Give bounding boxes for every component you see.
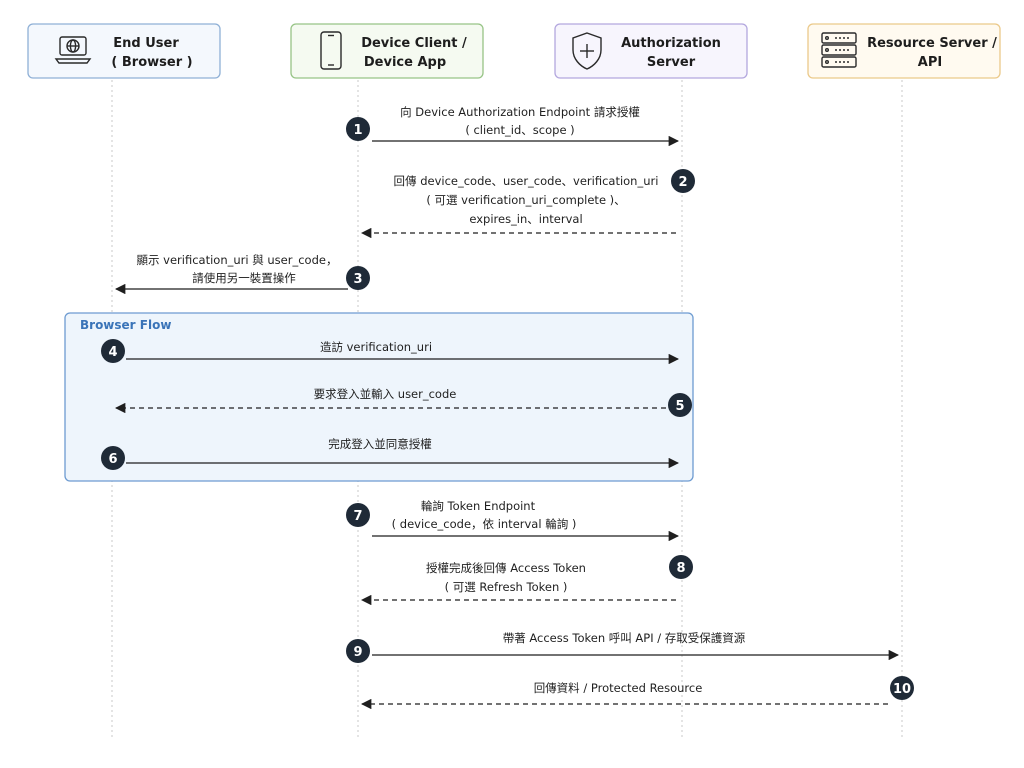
actor-title-resource-server-line1: Resource Server / <box>867 36 997 51</box>
actor-end-user[interactable]: End User ( Browser ) <box>27 23 221 79</box>
message-step-1: 向 Device Authorization Endpoint 請求授權 ( c… <box>346 105 680 147</box>
step-number: 10 <box>893 682 911 697</box>
shield-plus-icon <box>572 32 602 70</box>
step-badge <box>346 503 370 527</box>
step-number: 1 <box>353 123 362 138</box>
step-badge <box>101 446 125 470</box>
step-number: 3 <box>353 272 362 287</box>
message-step-9: 帶著 Access Token 呼叫 API / 存取受保護資源 9 <box>346 631 900 663</box>
actor-title-resource-server-line2: API <box>918 55 942 70</box>
message-label: 回傳資料 / Protected Resource <box>534 681 703 695</box>
step-badge <box>346 639 370 663</box>
step-number: 8 <box>676 561 685 576</box>
message-label: 造訪 verification_uri <box>320 340 432 354</box>
message-step-10: 回傳資料 / Protected Resource 10 <box>360 676 914 710</box>
message-label: ( device_code，依 interval 輪詢 ) <box>392 517 577 531</box>
message-label: 輪詢 Token Endpoint <box>421 499 536 513</box>
actor-resource-server[interactable]: Resource Server / API <box>807 23 1001 79</box>
message-label: ( 可選 Refresh Token ) <box>445 580 568 594</box>
step-number: 2 <box>678 175 687 190</box>
step-badge <box>346 266 370 290</box>
message-label: 授權完成後回傳 Access Token <box>426 561 586 575</box>
message-label: ( 可選 verification_uri_complete )、 <box>426 193 625 207</box>
step-badge <box>101 339 125 363</box>
message-label: 向 Device Authorization Endpoint 請求授權 <box>400 105 640 119</box>
message-step-5: 要求登入並輸入 user_code 5 <box>114 387 692 417</box>
message-step-7: 輪詢 Token Endpoint ( device_code，依 interv… <box>346 499 680 542</box>
browser-flow-group: Browser Flow <box>64 312 694 482</box>
message-label: ( client_id、scope ) <box>465 123 574 137</box>
message-label: 要求登入並輸入 user_code <box>314 387 457 401</box>
message-label: 回傳 device_code、user_code、verification_ur… <box>394 174 659 188</box>
actor-device-client[interactable]: Device Client / Device App <box>290 23 484 79</box>
message-step-6: 完成登入並同意授權 6 <box>101 437 680 470</box>
server-rack-icon <box>821 32 857 68</box>
step-badge <box>669 555 693 579</box>
step-badge <box>668 393 692 417</box>
step-badge <box>671 169 695 193</box>
browser-flow-box <box>64 312 694 482</box>
browser-flow-title: Browser Flow <box>80 318 171 332</box>
message-label: 請使用另一裝置操作 <box>192 271 296 285</box>
message-step-4: 造訪 verification_uri 4 <box>101 339 680 365</box>
actor-authorization-server[interactable]: Authorization Server <box>554 23 748 79</box>
actor-title-authorization-server-line2: Server <box>647 55 696 70</box>
actor-title-end-user-line2: ( Browser ) <box>111 55 192 70</box>
message-step-8: 授權完成後回傳 Access Token ( 可選 Refresh Token … <box>360 555 693 606</box>
message-label: 帶著 Access Token 呼叫 API / 存取受保護資源 <box>503 631 746 645</box>
actor-box-authorization-server <box>554 23 748 79</box>
message-label: expires_in、interval <box>469 212 582 226</box>
message-label: 完成登入並同意授權 <box>328 437 432 451</box>
step-badge <box>890 676 914 700</box>
laptop-globe-icon <box>54 36 92 64</box>
actor-title-device-client-line1: Device Client / <box>361 36 467 51</box>
step-number: 5 <box>675 399 684 414</box>
step-number: 7 <box>353 509 362 524</box>
step-number: 4 <box>108 345 117 360</box>
actor-title-device-client-line2: Device App <box>364 55 446 70</box>
actor-title-authorization-server-line1: Authorization <box>621 36 721 51</box>
smartphone-icon <box>320 31 342 70</box>
step-number: 6 <box>108 452 117 467</box>
step-badge <box>346 117 370 141</box>
step-number: 9 <box>353 645 362 660</box>
message-label: 顯示 verification_uri 與 user_code， <box>137 253 338 267</box>
actor-box-resource-server <box>807 23 1001 79</box>
message-step-2: 回傳 device_code、user_code、verification_ur… <box>360 169 695 239</box>
actor-box-device-client <box>290 23 484 79</box>
actor-title-end-user-line1: End User <box>113 36 179 51</box>
message-step-3: 顯示 verification_uri 與 user_code， 請使用另一裝置… <box>114 253 370 295</box>
